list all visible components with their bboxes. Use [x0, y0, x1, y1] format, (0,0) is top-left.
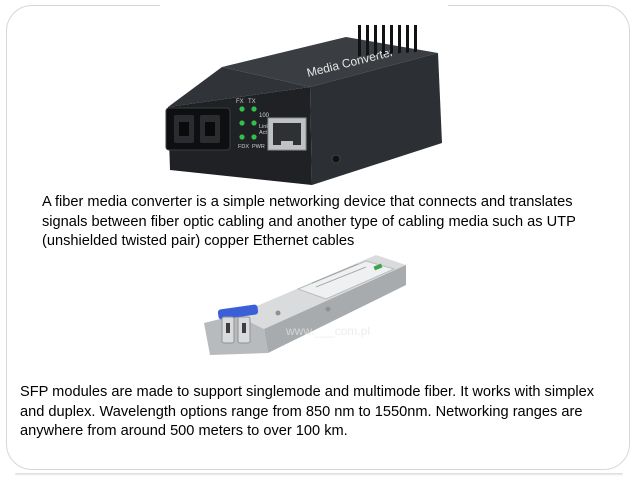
- watermark-text: www.___com.pl: [285, 324, 370, 338]
- led-label-fx: FX: [236, 99, 244, 105]
- sfp-caption: SFP modules are made to support singlemo…: [20, 384, 595, 439]
- media-converter-image: Media Converter FX TX 100 Link Act FDX P…: [165, 25, 442, 185]
- led-label-link: Link: [259, 124, 269, 130]
- rj45-port: [267, 117, 307, 151]
- status-leds: FX TX 100 Link Act FDX PWR: [236, 99, 270, 150]
- led-label-tx: TX: [248, 99, 256, 105]
- slide-bottom-shadow: [15, 473, 623, 476]
- led-label-pwr: PWR: [252, 144, 265, 150]
- fiber-port: [165, 107, 231, 151]
- led-label-fdx: FDX: [238, 144, 249, 150]
- frame-top-gap: [160, 0, 448, 9]
- sfp-module-image: www.___com.pl: [204, 255, 406, 355]
- led-label-act: Act: [259, 130, 267, 136]
- media-converter-caption: A fiber media converter is a simple netw…: [42, 194, 576, 249]
- led-label-100: 100: [259, 113, 270, 119]
- sfp-latch: [217, 304, 259, 344]
